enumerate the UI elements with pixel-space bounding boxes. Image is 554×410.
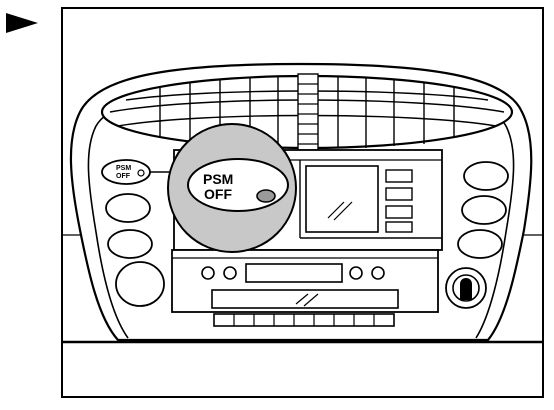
radio-knob-left-1	[201, 266, 215, 280]
psm-switch-label-line2: OFF	[204, 186, 232, 202]
button-strip	[213, 313, 395, 327]
left-button-1	[105, 193, 151, 223]
radio-knob-left-2	[223, 266, 237, 280]
pointer-arrow-icon	[6, 13, 38, 33]
console-button-4	[385, 221, 413, 233]
radio-knob-right-2	[371, 266, 385, 280]
small-psm-switch: PSM OFF	[101, 159, 151, 185]
console-button-3	[385, 205, 413, 219]
console-button-2	[385, 187, 413, 201]
psm-callout: PSM OFF	[167, 123, 297, 253]
right-button-1	[463, 161, 509, 191]
right-button-2	[461, 195, 507, 225]
left-button-2	[107, 229, 153, 259]
radio-knob-right-1	[349, 266, 363, 280]
cassette-slot	[211, 289, 399, 309]
radio-display	[245, 263, 343, 283]
console-button-1	[385, 169, 413, 183]
psm-switch-label-line1: PSM	[203, 171, 233, 187]
air-vent	[100, 73, 514, 151]
ignition-knob	[445, 267, 487, 309]
right-controls	[445, 161, 509, 309]
left-controls: PSM OFF	[101, 159, 165, 307]
right-button-3	[457, 229, 503, 259]
small-switch-label-line1: PSM	[116, 165, 131, 172]
left-dial	[115, 261, 165, 307]
radio-unit	[171, 249, 439, 327]
small-switch-label-line2: OFF	[116, 173, 131, 180]
psm-indicator-light	[256, 189, 276, 203]
